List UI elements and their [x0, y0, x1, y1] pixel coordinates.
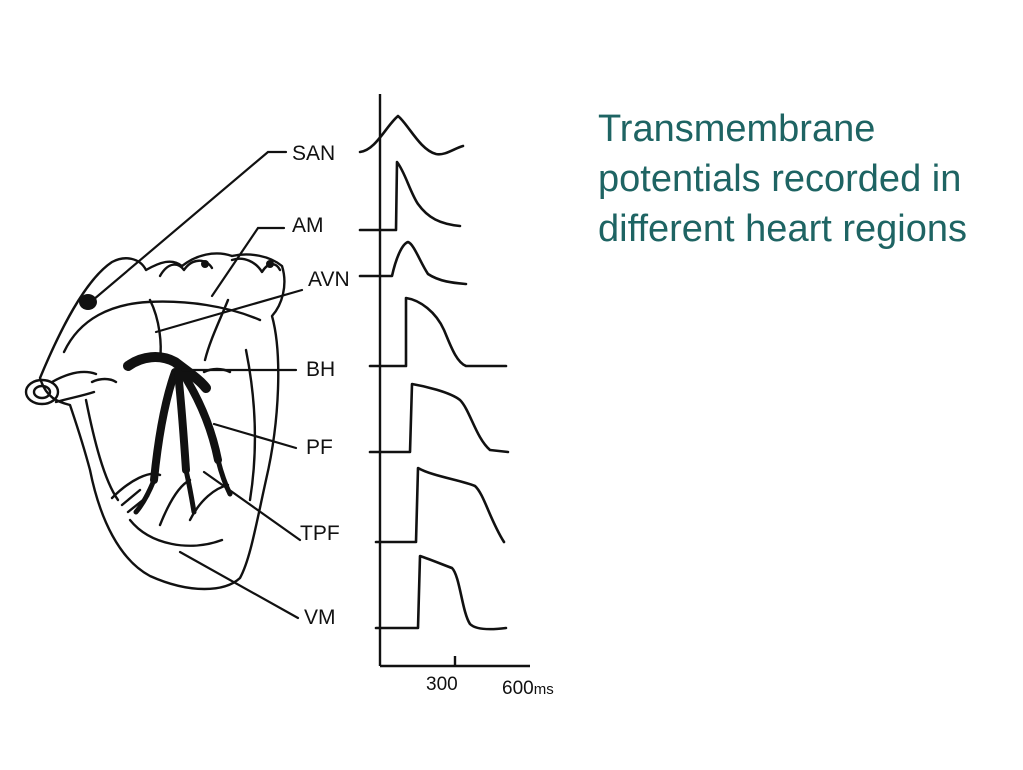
sa-node-dot: [79, 294, 97, 310]
leader-lines: [91, 150, 304, 620]
trace-pf: [368, 382, 510, 454]
trace-am: [358, 160, 462, 232]
right-ventricle-wall: [244, 348, 257, 502]
vessel-lumen: [32, 384, 52, 400]
time-axis: 300 600ms: [378, 94, 554, 699]
action-potential-traces: [358, 114, 510, 631]
his-bundle: [123, 352, 211, 393]
leader-vm: [178, 550, 300, 620]
atrial-chamber-line: [62, 300, 262, 354]
right-bundle-branch: [178, 368, 222, 464]
papillary-strand-2: [158, 478, 192, 527]
heart-illustration: [24, 252, 286, 591]
papillary-strand-3: [188, 483, 230, 522]
trace-tpf: [374, 466, 506, 544]
leader-san: [91, 150, 288, 302]
left-ventricle-wall: [84, 398, 120, 502]
trace-avn: [358, 240, 468, 286]
region-labels: SAN AM AVN BH PF TPF VM: [292, 142, 350, 629]
tick-label-600-value: 600: [502, 678, 534, 699]
septal-bundle-branch: [174, 368, 190, 474]
label-pf: PF: [306, 436, 333, 459]
vessel-wall-upper: [50, 370, 98, 384]
right-atrial-edge: [230, 257, 282, 274]
leader-avn: [154, 288, 304, 334]
tick-label-300: 300: [426, 674, 458, 695]
atrial-node-dot: [201, 260, 209, 268]
leader-pf: [212, 422, 298, 450]
label-tpf: TPF: [300, 522, 340, 545]
tick-label-600: 600ms: [502, 678, 554, 699]
trace-bh: [368, 296, 508, 368]
atrial-node-dot-2: [266, 260, 274, 268]
valve-slot-left: [90, 377, 118, 384]
interatrial-septum-2: [203, 298, 230, 362]
label-san: SAN: [292, 142, 335, 165]
ventricle-apex-inner: [128, 518, 224, 547]
label-avn: AVN: [308, 268, 350, 291]
trace-san: [358, 114, 465, 156]
leader-tpf: [202, 470, 302, 542]
label-vm: VM: [304, 606, 336, 629]
leader-am: [210, 226, 286, 298]
heart-outline: [38, 252, 286, 591]
left-bundle-branch: [150, 368, 179, 484]
label-am: AM: [292, 214, 324, 237]
label-bh: BH: [306, 358, 335, 381]
vessel-opening: [24, 378, 60, 406]
slide-title: Transmembrane potentials recorded in dif…: [598, 108, 967, 250]
tick-label-600-unit: ms: [534, 681, 554, 698]
vessel-wall-lower: [54, 390, 96, 404]
purkinje-tips: [133, 457, 233, 515]
trace-vm: [374, 554, 508, 631]
